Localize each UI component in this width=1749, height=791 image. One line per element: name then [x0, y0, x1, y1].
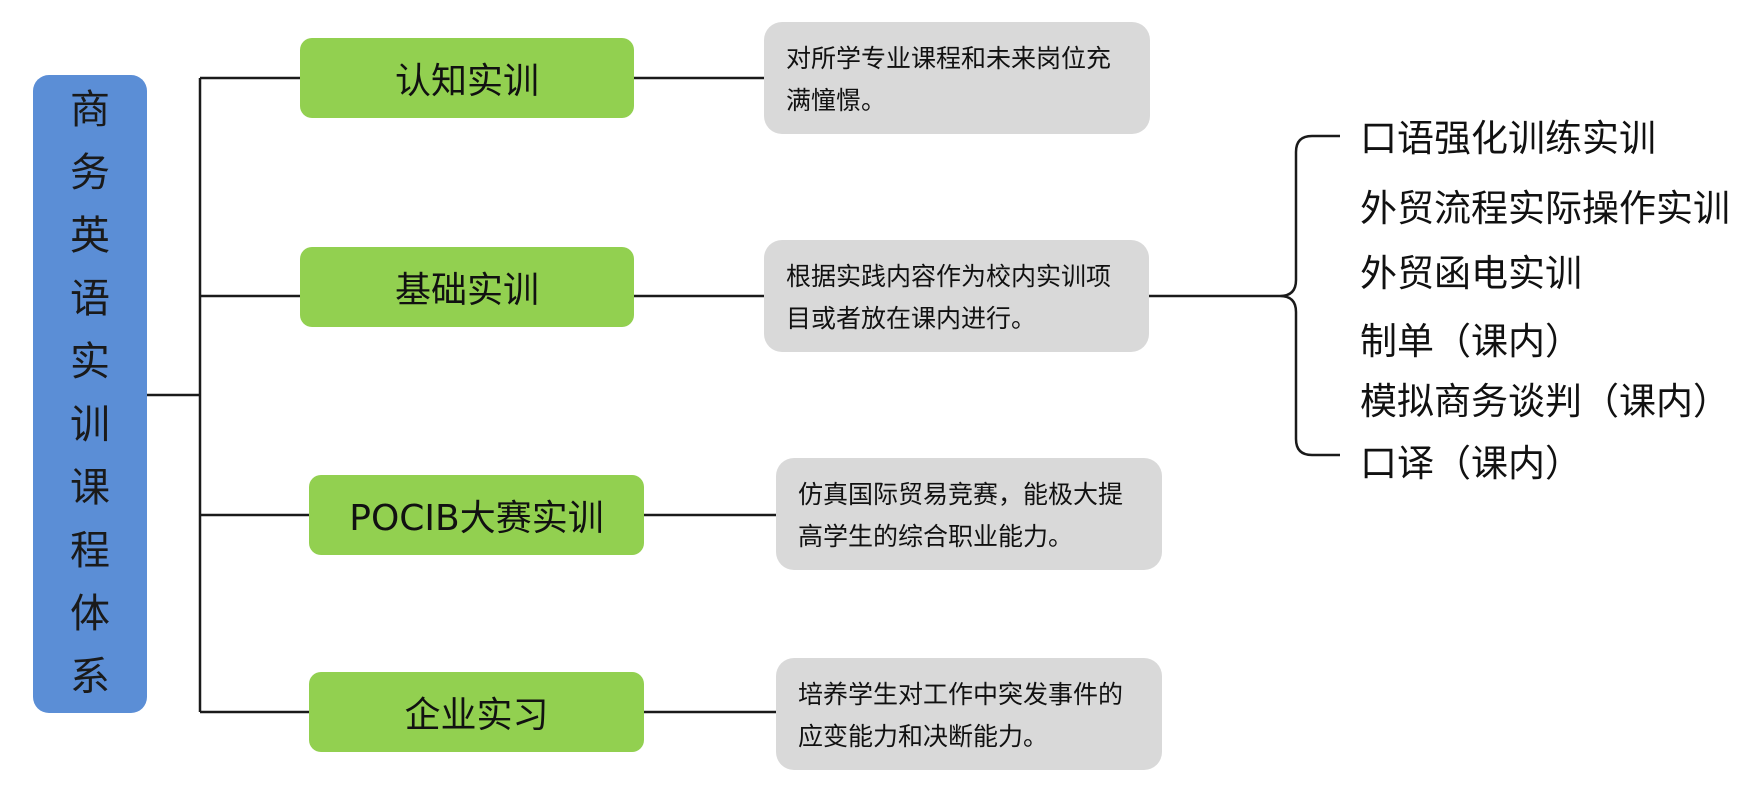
- subitem-negotiation: 模拟商务谈判（课内）: [1360, 380, 1730, 423]
- curly-brace: [1250, 134, 1340, 457]
- subitem-interpretation: 口译（课内）: [1360, 442, 1582, 485]
- description-basic: 根据实践内容作为校内实训项目或者放在课内进行。: [764, 240, 1149, 352]
- description-cognitive: 对所学专业课程和未来岗位充满憧憬。: [764, 22, 1150, 134]
- root-title: 商务英语实训课程体系: [70, 87, 110, 700]
- description-pocib: 仿真国际贸易竞赛，能极大提高学生的综合职业能力。: [776, 458, 1162, 570]
- category-cognitive-training: 认知实训: [300, 38, 634, 118]
- subitem-documentation: 制单（课内）: [1360, 320, 1582, 363]
- subitem-trade-correspondence: 外贸函电实训: [1360, 252, 1582, 295]
- root-node: 商务英语实训课程体系: [33, 75, 147, 713]
- description-internship: 培养学生对工作中突发事件的应变能力和决断能力。: [776, 658, 1162, 770]
- category-enterprise-internship: 企业实习: [309, 672, 644, 752]
- subitem-trade-process: 外贸流程实际操作实训: [1360, 187, 1730, 230]
- category-basic-training: 基础实训: [300, 247, 634, 327]
- category-pocib-competition: POCIB大赛实训: [309, 475, 644, 555]
- subitem-oral-english: 口语强化训练实训: [1360, 117, 1656, 160]
